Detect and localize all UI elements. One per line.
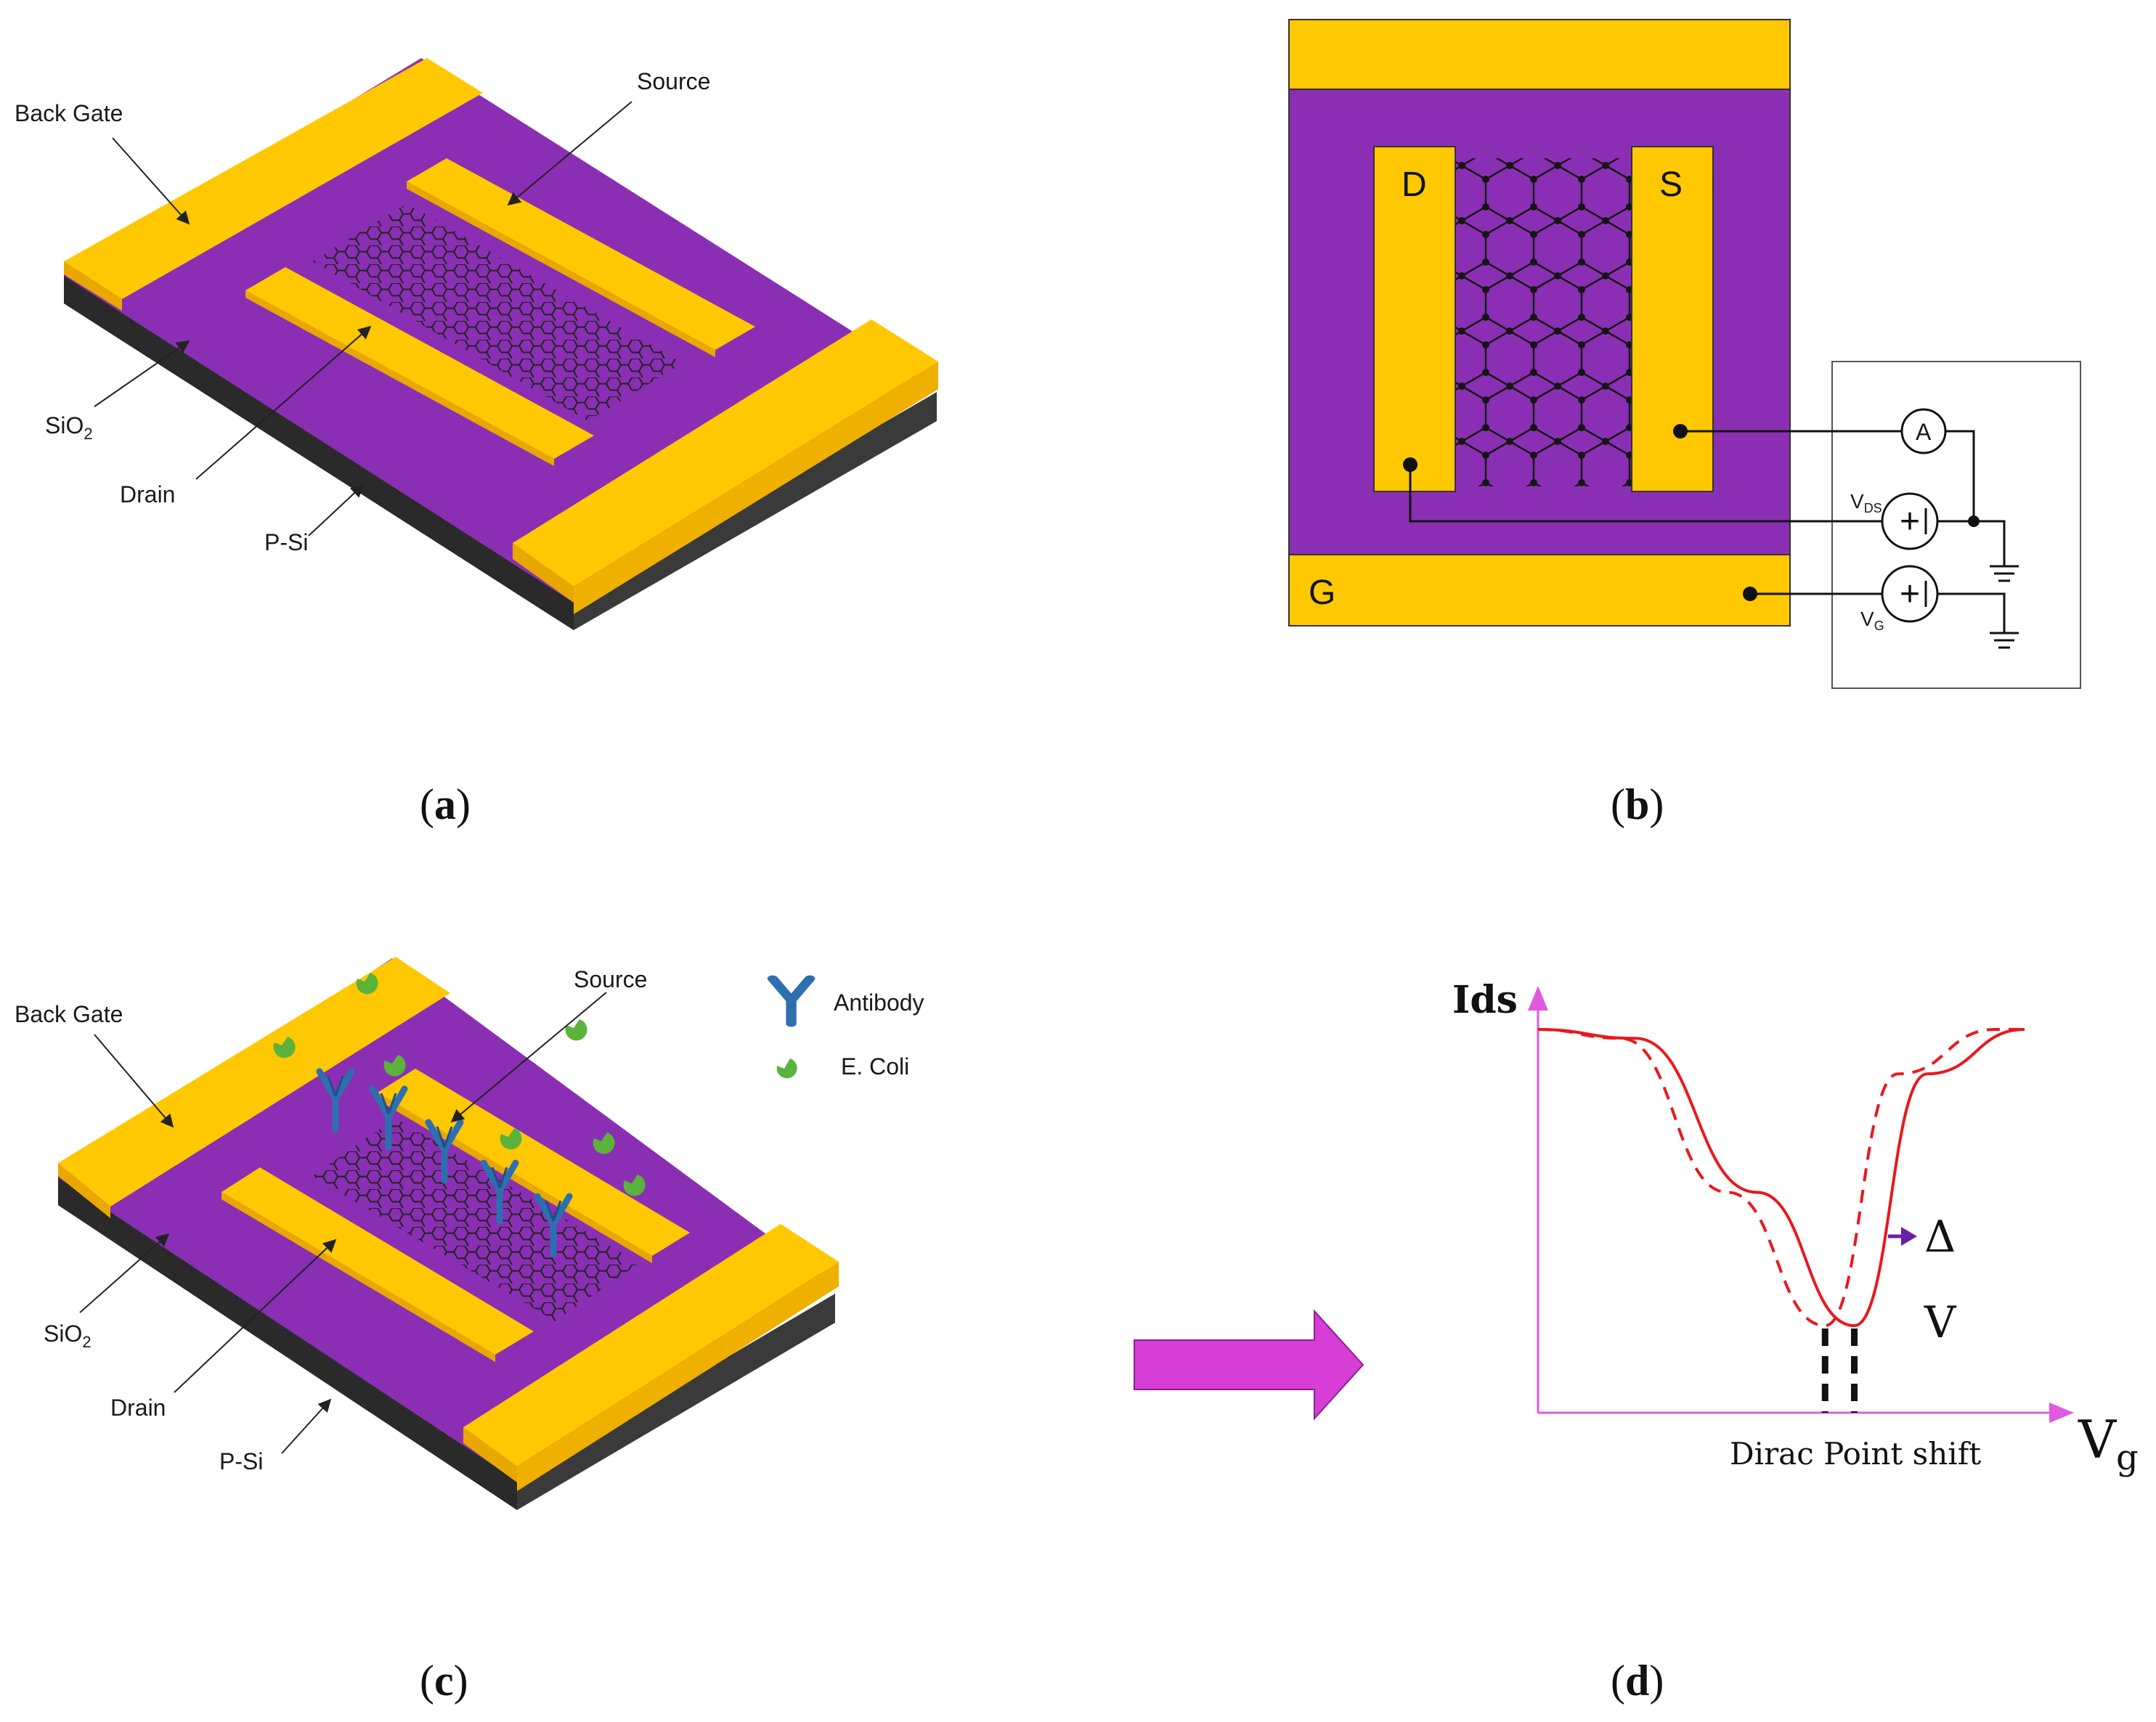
caption-d: (d) [1611, 1657, 1664, 1705]
caption-a: (a) [420, 780, 471, 828]
drain-label: Drain [120, 481, 175, 507]
source-letter: S [1659, 166, 1683, 204]
process-arrow [1134, 1309, 1364, 1421]
ecoli-1 [356, 973, 378, 995]
source-electrode [1631, 146, 1714, 492]
p-si-front [64, 274, 574, 630]
drain-electrode [221, 1167, 534, 1355]
x-axis-label: Vg [2078, 1409, 2139, 1478]
antibody-icon [767, 975, 815, 1027]
back-gate-electrode-right [513, 319, 938, 587]
ecoli-4 [383, 1055, 406, 1077]
drain-label: Drain [110, 1395, 166, 1421]
series-dashed-line [1537, 1028, 2025, 1328]
graphene-channel [312, 1118, 639, 1321]
legend: Antibody E. Coli [767, 975, 924, 1080]
svg-text:+: + [1900, 502, 1920, 541]
panel-c: Back Gate Source SiO2 Drain P-Si Antibod… [15, 957, 924, 1705]
source-label: Source [637, 68, 710, 94]
gate-letter: G [1309, 574, 1335, 612]
graphene-lattice [1456, 158, 1634, 486]
dirac-point-label: Dirac Point shift [1730, 1436, 1981, 1472]
panel-b: D S G A + + [1288, 19, 2081, 828]
back-gate-electrode [64, 58, 483, 299]
legend-antibody-label: Antibody [834, 989, 924, 1016]
source-electrode [407, 158, 755, 350]
antibody-3 [425, 1119, 464, 1184]
vds-source-icon [1881, 492, 1939, 550]
antibody-1 [316, 1068, 355, 1133]
p-si-label: P-Si [219, 1448, 263, 1474]
graphene-channel [312, 203, 683, 421]
legend-ecoli-label: E. Coli [841, 1053, 909, 1080]
caption-c: (c) [420, 1657, 468, 1705]
sio2-label: SiO2 [45, 412, 93, 443]
delta-symbol: Δ [1924, 1212, 1956, 1262]
ecoli-group [273, 973, 646, 1196]
drain-electrode [245, 267, 594, 459]
back-gate-electrode-right [463, 1224, 839, 1466]
back-gate-electrode [58, 957, 450, 1207]
antibody-4 [480, 1159, 519, 1225]
svg-text:+: + [1900, 575, 1920, 613]
antibody-5 [534, 1193, 573, 1258]
y-axis-label: Ids [1452, 978, 1518, 1022]
top-gold-band [1288, 19, 1791, 90]
caption-b: (b) [1611, 780, 1664, 828]
ecoli-icon [776, 1058, 797, 1079]
sio2-label: SiO2 [44, 1321, 91, 1351]
panel-d: Ids Vg Δ V Dirac Point shift (d) [1452, 978, 2139, 1705]
drain-wire [1409, 465, 1888, 523]
ammeter-icon [1900, 408, 1947, 454]
panel-a: Back Gate Source SiO2 Drain P-Si (a) [15, 58, 938, 828]
ecoli-2 [273, 1037, 296, 1058]
series-solid-line [1537, 1028, 2025, 1328]
ecoli-3 [565, 1019, 587, 1041]
antibody-group [316, 1068, 573, 1258]
delta-v-label: V [1924, 1297, 1957, 1348]
y-axis-arrowhead [1528, 986, 1548, 1011]
ecoli-5 [500, 1128, 522, 1150]
drain-letter: D [1402, 166, 1427, 204]
svg-text:A: A [1916, 419, 1932, 445]
back-gate-label: Back Gate [15, 100, 123, 126]
x-axis-arrowhead [2049, 1403, 2074, 1423]
transfer-curve-chart [1528, 986, 2074, 1423]
measurement-box [1831, 361, 2081, 689]
vds-label: VDS [1850, 490, 1882, 515]
ecoli-6 [593, 1133, 615, 1154]
antibody-2 [369, 1085, 408, 1151]
back-gate-label: Back Gate [15, 1001, 123, 1027]
vg-label: VG [1860, 608, 1884, 633]
ecoli-7 [623, 1175, 646, 1196]
gate-electrode [1288, 554, 1791, 627]
vg-source-icon [1881, 565, 1939, 623]
drain-electrode [1373, 146, 1456, 492]
p-si-label: P-Si [264, 529, 308, 555]
source-label: Source [574, 966, 647, 992]
shift-arrowhead [1901, 1227, 1917, 1246]
p-si-substrate [64, 274, 937, 630]
